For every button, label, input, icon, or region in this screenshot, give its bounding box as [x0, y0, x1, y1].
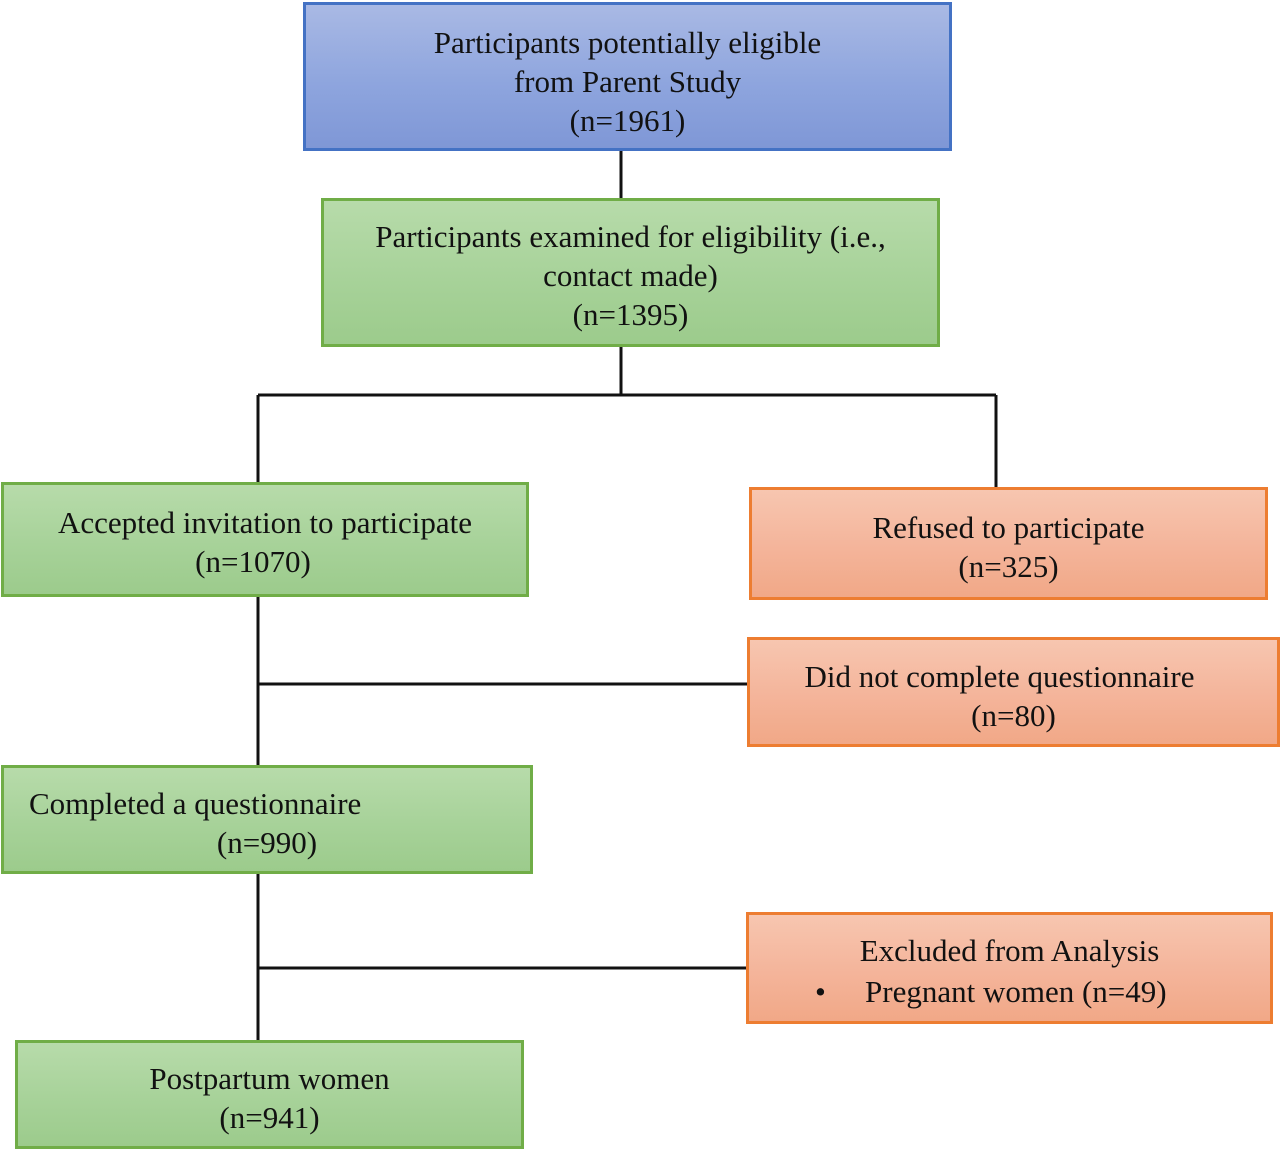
box-potentially-eligible: Participants potentially eligible from P…	[303, 2, 952, 151]
refused-label: Refused to participate	[872, 510, 1145, 545]
excluded-bullet-text: Pregnant women (n=49)	[865, 974, 1167, 1009]
box-examined-for-eligibility: Participants examined for eligibility (i…	[321, 198, 940, 347]
box-completed-questionnaire: Completed a questionnaire (n=990)	[1, 765, 533, 874]
potentially-eligible-line-2: from Parent Study	[513, 64, 742, 99]
did-not-complete-label: Did not complete questionnaire	[804, 659, 1195, 694]
excluded-bullet-item: • Pregnant women (n=49)	[749, 970, 1270, 1011]
completed-label: Completed a questionnaire	[29, 786, 362, 821]
potentially-eligible-count: (n=1961)	[569, 103, 686, 138]
postpartum-label: Postpartum women	[149, 1061, 390, 1096]
completed-count: (n=990)	[216, 825, 318, 860]
box-refused: Refused to participate (n=325)	[749, 487, 1268, 600]
potentially-eligible-line-1: Participants potentially eligible	[433, 25, 822, 60]
box-postpartum-women: Postpartum women (n=941)	[15, 1040, 524, 1149]
did-not-complete-count: (n=80)	[971, 698, 1056, 733]
examined-line-1: Participants examined for eligibility (i…	[375, 219, 886, 254]
examined-count: (n=1395)	[572, 297, 689, 332]
refused-count: (n=325)	[958, 549, 1059, 584]
box-did-not-complete: Did not complete questionnaire (n=80)	[747, 637, 1280, 747]
box-accepted-invitation: Accepted invitation to participate (n=10…	[1, 482, 529, 597]
bullet-symbol: •	[815, 974, 826, 1009]
box-excluded-from-analysis: Excluded from Analysis • Pregnant women (…	[746, 912, 1273, 1024]
excluded-label: Excluded from Analysis	[859, 933, 1160, 968]
examined-line-2: contact made)	[543, 258, 718, 293]
postpartum-count: (n=941)	[219, 1100, 320, 1135]
accepted-count: (n=1070)	[195, 544, 311, 579]
accepted-label: Accepted invitation to participate	[57, 505, 473, 540]
